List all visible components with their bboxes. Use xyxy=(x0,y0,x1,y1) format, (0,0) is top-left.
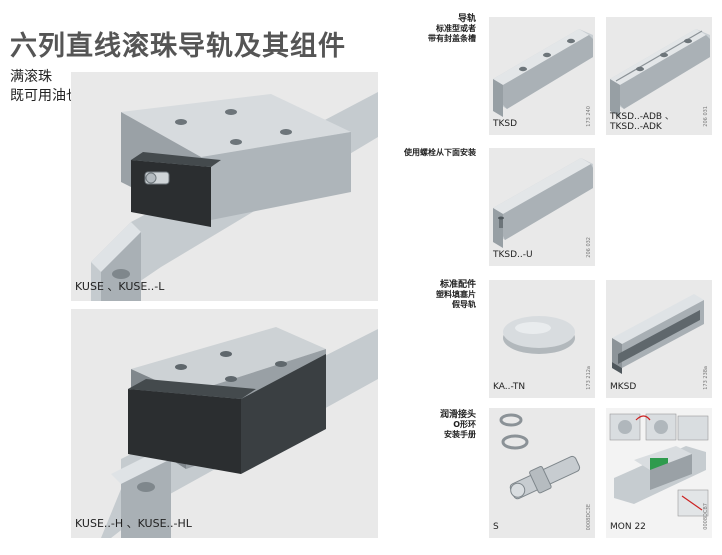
page-title: 六列直线滚珠导轨及其组件 xyxy=(10,31,346,62)
tksd-caption: TKSD xyxy=(493,119,518,129)
mksd-caption: MKSD xyxy=(610,382,637,392)
tksd-adb-caption: TKSD..-ADB 、 TKSD..-ADK xyxy=(610,112,674,132)
card-tksd-adb: TKSD..-ADB 、 TKSD..-ADK 206 031 xyxy=(606,17,712,135)
main-card-kuse-h: KUSE..-H 、KUSE..-HL xyxy=(71,309,378,538)
tksd-adb-ref: 206 031 xyxy=(703,106,709,127)
tksd-adb-caption-line-2: TKSD..-ADK xyxy=(610,122,662,132)
s-ref: 0008DC3E xyxy=(586,503,592,530)
tksd-u-caption: TKSD..-U xyxy=(493,250,533,260)
tksd-u-ref: 206 032 xyxy=(586,237,592,258)
tksd-u-rail-illustration xyxy=(493,158,593,248)
lubrication-heading: 润滑接头 xyxy=(439,410,476,420)
guideway-line-1: 标准型或者 xyxy=(436,24,476,33)
tksd-adb-caption-line-1: TKSD..-ADB 、 xyxy=(610,112,674,122)
tksd-rail-illustration xyxy=(493,29,593,117)
s-caption: S xyxy=(493,522,499,532)
lube-nipple-illustration xyxy=(499,413,581,500)
ka-tn-ref: 173 212a xyxy=(586,366,592,390)
card-mksd: MKSD 173 238a xyxy=(606,280,712,398)
main-card-caption: KUSE 、KUSE..-L xyxy=(75,280,165,293)
guideway-heading: 导轨 xyxy=(457,14,476,24)
mksd-dummy-rail-illustration xyxy=(612,294,704,374)
card-ka-tn: KA..-TN 173 212a xyxy=(489,280,595,398)
lubrication-line-2: 安装手册 xyxy=(444,430,476,439)
main-card-kuse: KUSE 、KUSE..-L xyxy=(71,72,378,301)
subtitle-line-1: 满滚珠 xyxy=(10,69,52,85)
accessories-heading: 标准配件 xyxy=(439,280,476,290)
card-s: S 0008DC3E xyxy=(489,408,595,538)
card-tksd: TKSD 173 240 xyxy=(489,17,595,135)
accessories-line-1: 塑料填塞片 xyxy=(436,290,476,299)
card-tksd-u: TKSD..-U 206 032 xyxy=(489,148,595,266)
section-label-bolt-mount: 使用螺栓从下面安装 xyxy=(404,148,476,158)
section-label-guideway: 导轨 标准型或者 带有封盖条槽 xyxy=(428,14,476,44)
kuse-h-carriage-illustration xyxy=(101,327,378,538)
mon-22-caption: MON 22 xyxy=(610,522,646,532)
lubrication-line-1: O形环 xyxy=(453,420,476,429)
mon-22-ref: 0008DCB7 xyxy=(703,503,709,530)
tksd-adb-rail-illustration xyxy=(610,29,710,117)
mounting-manual-illustration xyxy=(609,413,709,517)
bolt-mount-heading: 使用螺栓从下面安装 xyxy=(404,148,476,157)
accessories-line-2: 假导轨 xyxy=(452,300,476,309)
guideway-line-2: 带有封盖条槽 xyxy=(428,34,476,43)
kuse-carriage-illustration xyxy=(91,92,378,301)
ka-tn-plug-illustration xyxy=(503,316,575,354)
tksd-ref: 173 240 xyxy=(586,106,592,127)
section-label-lubrication: 润滑接头 O形环 安装手册 xyxy=(440,410,476,440)
mksd-ref: 173 238a xyxy=(703,366,709,390)
ka-tn-caption: KA..-TN xyxy=(493,382,526,392)
section-label-accessories: 标准配件 塑料填塞片 假导轨 xyxy=(436,280,476,310)
card-mon-22: MON 22 0008DCB7 xyxy=(606,408,712,538)
main-card-caption: KUSE..-H 、KUSE..-HL xyxy=(75,517,192,530)
